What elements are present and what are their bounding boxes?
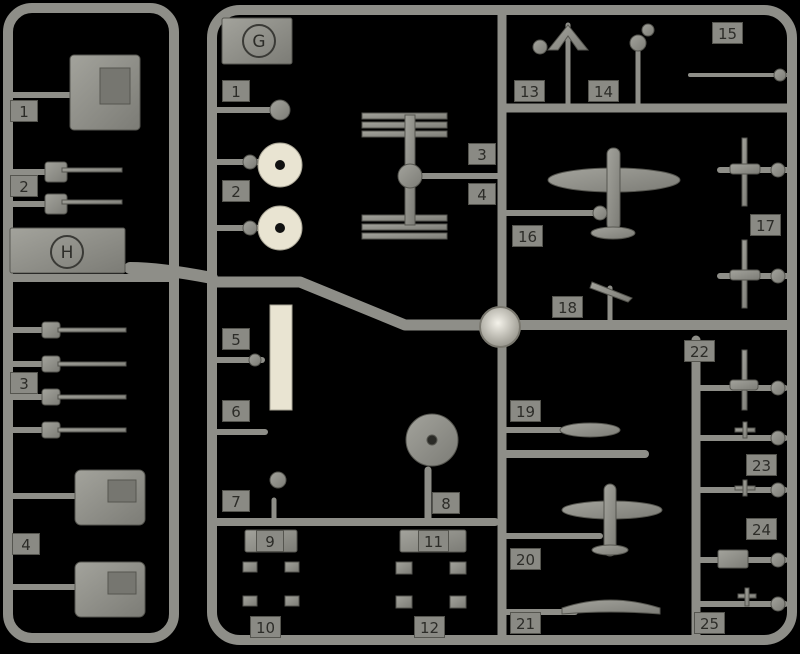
part-number-label: 5 [222, 328, 250, 350]
part-number-label: 6 [222, 400, 250, 422]
part-number-label: 15 [712, 22, 744, 44]
runner-hub [479, 306, 521, 348]
part-number-label: 25 [694, 612, 726, 634]
part-number-label: 22 [684, 340, 716, 362]
part-number-label: 12 [414, 616, 446, 638]
part-number-label: 9 [256, 530, 284, 552]
part-number-label: 10 [250, 616, 282, 638]
part-number-label: 7 [222, 490, 250, 512]
part-number-label: 8 [432, 492, 460, 514]
sprue-connector [124, 262, 218, 284]
part-number-label: 16 [512, 225, 544, 247]
part-number-label: 18 [552, 296, 584, 318]
left-sprue-frame [3, 3, 179, 643]
part-number-label: 4 [12, 533, 40, 555]
part-number-label: 13 [514, 80, 546, 102]
sprue-letter-right: G [242, 24, 276, 58]
part-number-label: 17 [750, 214, 782, 236]
sprue-letter-left: H [50, 235, 84, 269]
part-number-label: 1 [222, 80, 250, 102]
part-number-label: 2 [10, 175, 38, 197]
part-number-label: 14 [588, 80, 620, 102]
part-number-label: 4 [468, 183, 496, 205]
part-number-label: 21 [510, 612, 542, 634]
part-number-label: 11 [418, 530, 450, 552]
part-number-label: 1 [10, 100, 38, 122]
part-number-label: 19 [510, 400, 542, 422]
part-number-label: 2 [222, 180, 250, 202]
part-number-label: 24 [746, 518, 778, 540]
part-number-label: 3 [468, 143, 496, 165]
part-number-label: 3 [10, 372, 38, 394]
part-number-label: 23 [746, 454, 778, 476]
main-runner [210, 276, 504, 331]
part-number-label: 20 [510, 548, 542, 570]
